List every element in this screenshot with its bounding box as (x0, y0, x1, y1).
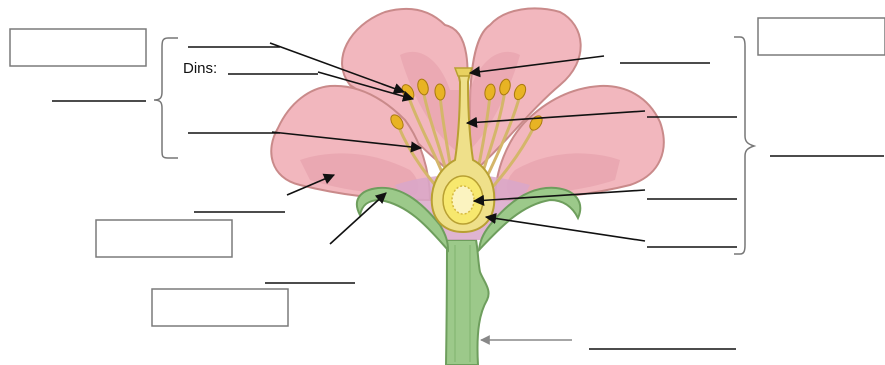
stem (446, 240, 489, 365)
label-box-bottom-left[interactable] (152, 289, 288, 326)
stigma (455, 68, 472, 76)
label-box-top-right[interactable] (758, 18, 885, 55)
bracket-left (154, 38, 178, 158)
label-box-middle-left[interactable] (96, 220, 232, 257)
arrow-ovary (486, 217, 645, 241)
ovule-ring (452, 186, 474, 214)
dins-label: Dins: (183, 60, 217, 77)
bracket-right (734, 37, 754, 254)
label-box-top-left[interactable] (10, 29, 146, 66)
